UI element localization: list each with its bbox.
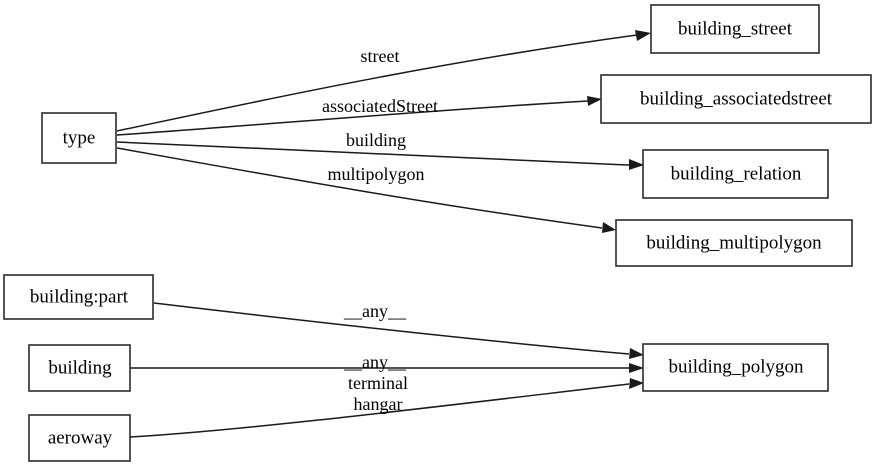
- node-building-polygon[interactable]: building_polygon: [642, 343, 829, 392]
- arrow-head-icon: [629, 363, 644, 373]
- node-building-associatedstreet[interactable]: building_associatedstreet: [600, 74, 872, 124]
- edge-building-part-building-polygon: [153, 302, 644, 359]
- node-box[interactable]: [650, 4, 820, 54]
- node-aeroway[interactable]: aeroway: [28, 414, 131, 462]
- node-box[interactable]: [28, 414, 131, 462]
- arrow-head-icon: [629, 348, 644, 359]
- node-building-part[interactable]: building:part: [3, 274, 154, 320]
- edge-label-hangar: hangar: [354, 394, 403, 414]
- node-label: building_polygon: [668, 356, 804, 377]
- node-box[interactable]: [41, 112, 117, 164]
- edge-line: [116, 147, 603, 229]
- node-label: building: [48, 357, 112, 378]
- node-box[interactable]: [3, 274, 154, 320]
- edge-label-street: street: [361, 46, 400, 66]
- edge-line: [153, 302, 630, 355]
- edge-line: [116, 34, 638, 132]
- arrow-head-icon: [629, 159, 644, 170]
- node-label: aeroway: [48, 427, 113, 448]
- edge-label-associatedstreet: associatedStreet: [322, 96, 438, 116]
- edge-label-multipolygon: multipolygon: [327, 164, 424, 184]
- edge-building-building-polygon: [130, 363, 644, 373]
- node-building[interactable]: building: [28, 344, 131, 392]
- node-label: building:part: [30, 286, 129, 307]
- edge-label-any-building: __any__: [343, 352, 407, 372]
- edge-label-building: building: [346, 130, 406, 150]
- node-label: building_associatedstreet: [640, 88, 833, 109]
- edge-aeroway-building-polygon: [129, 378, 644, 438]
- arrow-head-icon: [635, 30, 651, 41]
- node-box[interactable]: [642, 343, 829, 392]
- arrow-head-icon: [629, 378, 644, 389]
- node-type[interactable]: type: [41, 112, 117, 164]
- edge-type-building-street: [116, 30, 651, 132]
- node-building-relation[interactable]: building_relation: [642, 149, 829, 199]
- node-label: building_relation: [671, 163, 802, 184]
- arrow-head-icon: [587, 96, 602, 106]
- node-building-street[interactable]: building_street: [650, 4, 820, 54]
- edge-line: [129, 383, 630, 438]
- edge-label-any-part: __any__: [343, 301, 407, 321]
- edge-label-terminal: terminal: [348, 373, 408, 393]
- edge-line: [116, 100, 589, 136]
- node-box[interactable]: [28, 344, 131, 392]
- edge-type-building-multipolygon: [116, 147, 616, 233]
- node-box[interactable]: [642, 149, 829, 199]
- edge-type-building-associatedstreet: [116, 96, 602, 136]
- node-building-multipolygon[interactable]: building_multipolygon: [615, 219, 853, 267]
- node-box[interactable]: [615, 219, 853, 267]
- node-label: type: [63, 127, 96, 148]
- arrow-head-icon: [602, 222, 616, 233]
- node-box[interactable]: [600, 74, 872, 124]
- node-label: building_multipolygon: [646, 232, 822, 253]
- node-label: building_street: [678, 18, 793, 39]
